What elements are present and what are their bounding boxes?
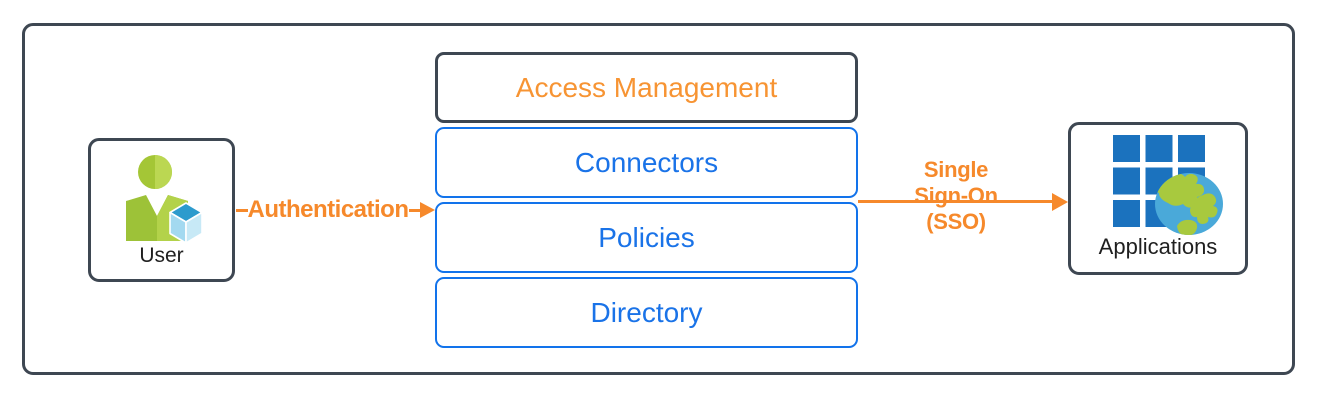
stack-label-directory: Directory [590,296,703,328]
stack-box-directory: Directory [435,277,858,348]
sso-arrow-label-line3: (SSO) [926,209,986,234]
user-node: User [88,138,235,282]
sso-arrow-label-line2: Sign-On [914,183,998,208]
stack-box-access-management: Access Management [435,52,858,123]
sso-arrow-label: Single Sign-On (SSO) [858,157,1054,235]
applications-node: Applications [1068,122,1248,275]
user-label: User [139,244,184,267]
applications-label: Applications [1098,234,1218,259]
stack-label-policies: Policies [598,221,695,253]
authentication-arrow-line-right [408,208,420,212]
app-grid-with-globe-icon [1113,135,1223,235]
sso-arrow-line [858,200,1054,203]
sso-arrow-label-line1: Single [923,157,989,182]
stack-box-connectors: Connectors [435,127,858,198]
authentication-arrow: Authentication [236,193,435,227]
authentication-arrowhead-icon [420,202,435,218]
stack-box-policies: Policies [435,202,858,273]
authentication-arrow-line-left [236,208,248,212]
authentication-arrow-label: Authentication [247,196,410,223]
sso-arrowhead-icon [1052,193,1068,211]
stack-label-connectors: Connectors [574,146,719,178]
stack-label-access-management: Access Management [515,71,778,103]
user-person-with-cube-icon [126,155,203,244]
